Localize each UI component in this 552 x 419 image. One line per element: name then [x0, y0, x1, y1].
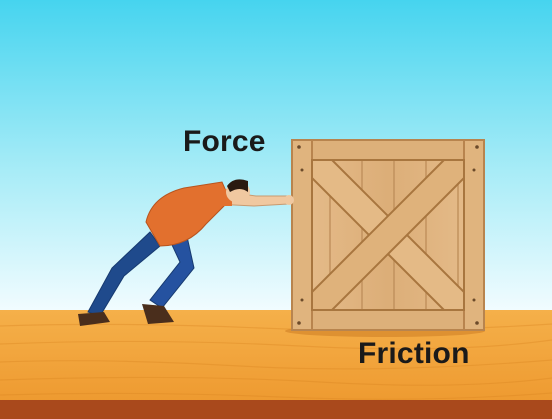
friction-label: Friction	[358, 339, 470, 369]
floor-edge	[0, 400, 552, 419]
force-label: Force	[183, 127, 266, 157]
wooden-crate	[292, 140, 484, 330]
